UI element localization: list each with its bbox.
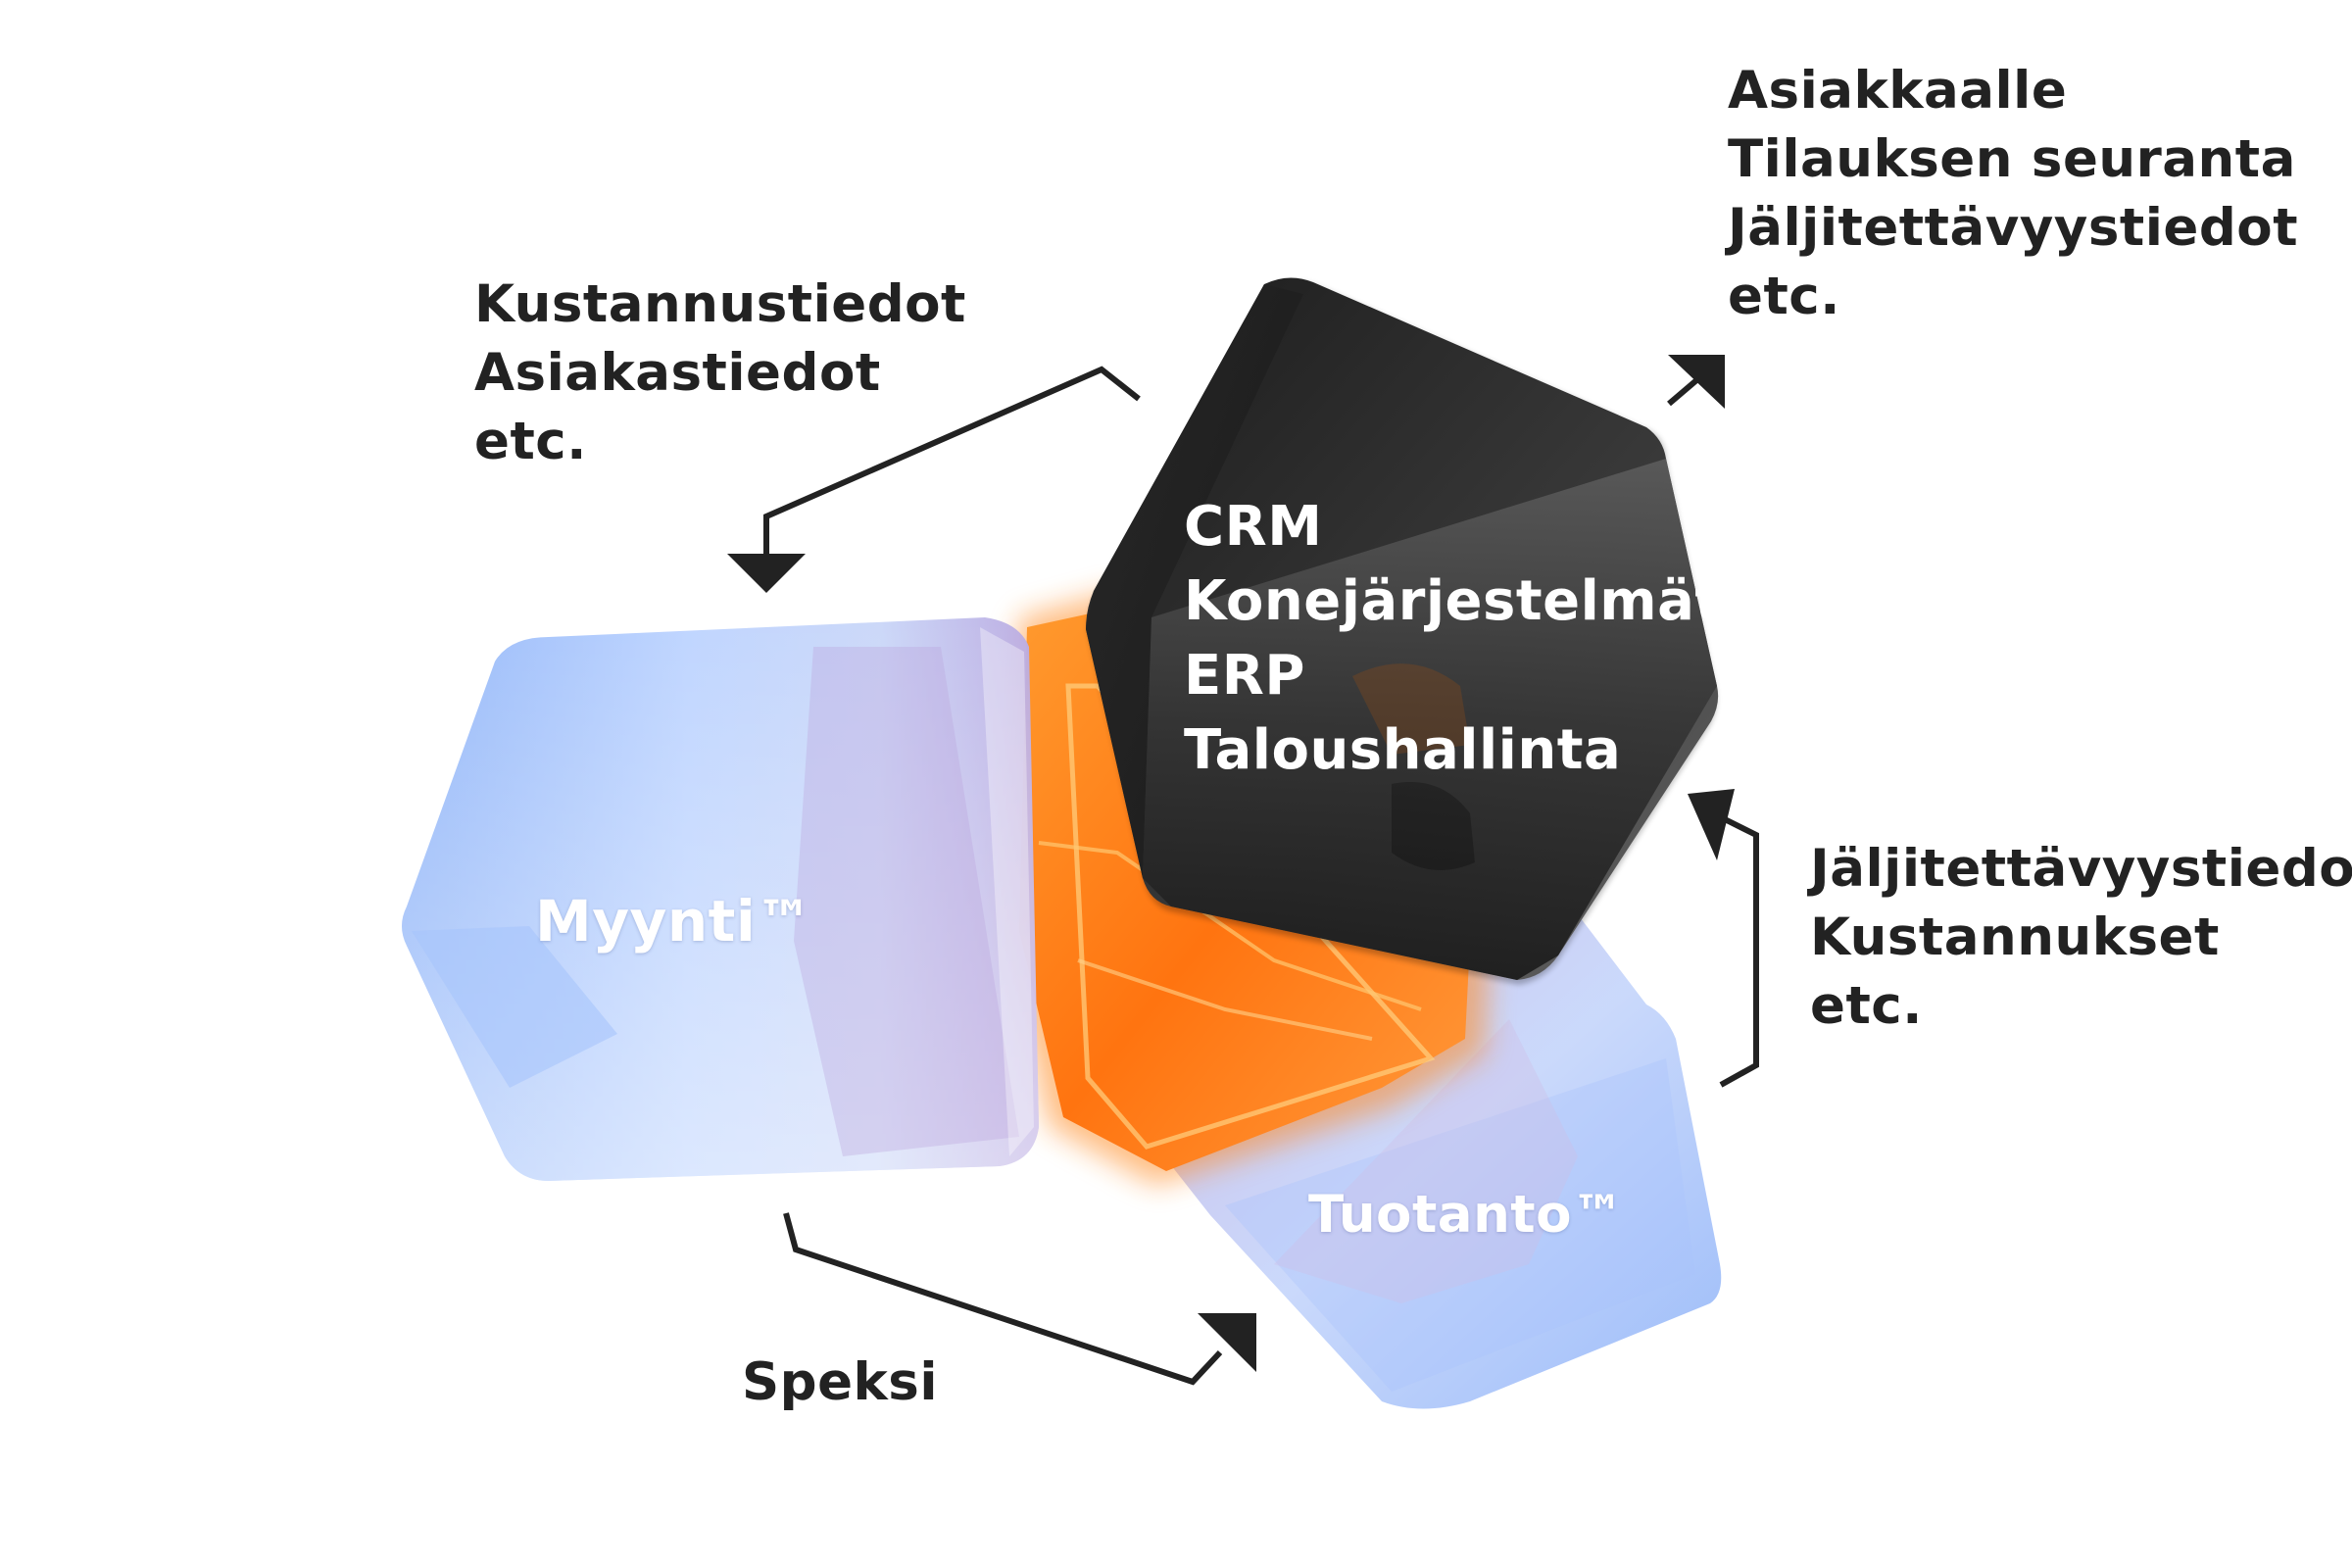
label-line: Asiakastiedot bbox=[474, 343, 881, 403]
core-system-item: ERP bbox=[1184, 644, 1305, 708]
label-line: Kustannukset bbox=[1810, 907, 2220, 967]
core-system-item: Taloushallinta bbox=[1184, 718, 1622, 782]
tuotanto-label-text: Tuotanto™ bbox=[1308, 1185, 1625, 1245]
arrow-down-icon bbox=[727, 554, 806, 593]
myynti-label: Myynti™ bbox=[535, 887, 813, 956]
arrow-tuotanto-to-core bbox=[1715, 812, 1759, 1088]
core-system-item: CRM bbox=[1184, 495, 1323, 559]
label-top-left: Kustannustiedot Asiakastiedot etc. bbox=[474, 270, 966, 476]
arrow-myynti-to-tuotanto bbox=[783, 1212, 1223, 1386]
label-bottom: Speksi bbox=[742, 1348, 938, 1417]
label-top-right: Asiakkaalle Tilauksen seuranta Jäljitett… bbox=[1728, 57, 2298, 331]
core-cube bbox=[1086, 277, 1719, 985]
label-line: etc. bbox=[1728, 267, 1840, 326]
core-systems-list: CRM Konejärjestelmät ERP Taloushallinta bbox=[1184, 490, 1722, 788]
myynti-block bbox=[402, 617, 1039, 1181]
tuotanto-label: Tuotanto™ bbox=[1308, 1181, 1625, 1250]
label-line: etc. bbox=[474, 412, 587, 471]
label-line: etc. bbox=[1810, 976, 1923, 1036]
label-line: Speksi bbox=[742, 1352, 939, 1412]
label-line: Kustannustiedot bbox=[474, 274, 966, 334]
core-system-item: Konejärjestelmät bbox=[1184, 569, 1722, 633]
arrows bbox=[727, 355, 1759, 1386]
arrow-up-right-icon bbox=[1198, 1313, 1256, 1372]
label-line: Jäljitettävyystiedot bbox=[1810, 839, 2352, 899]
myynti-label-text: Myynti™ bbox=[535, 888, 813, 955]
label-line: Asiakkaalle bbox=[1728, 61, 2068, 121]
arrow-core-to-myynti bbox=[763, 366, 1141, 556]
arrow-up-right-icon bbox=[1668, 355, 1725, 409]
label-right: Jäljitettävyystiedot Kustannukset etc. bbox=[1810, 835, 2352, 1041]
label-line: Tilauksen seuranta bbox=[1728, 129, 2296, 189]
arrow-up-icon bbox=[1688, 789, 1735, 860]
label-line: Jäljitettävyystiedot bbox=[1728, 198, 2299, 258]
